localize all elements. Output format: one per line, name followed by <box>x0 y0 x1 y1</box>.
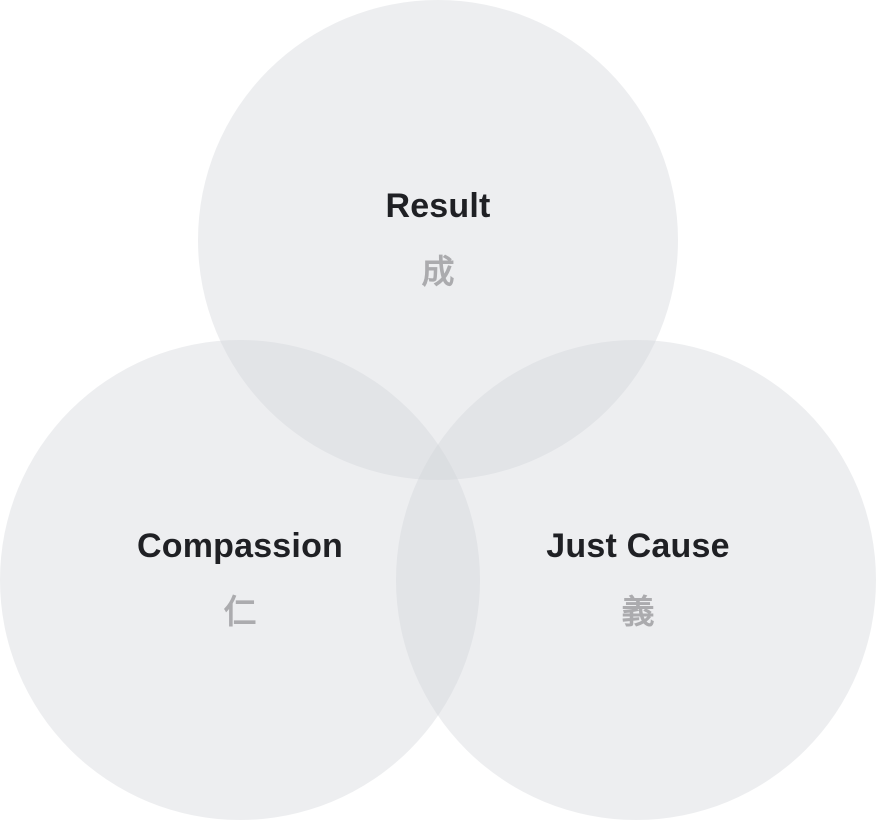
circle-compassion <box>0 340 480 820</box>
circle-result <box>198 0 678 480</box>
label-just-cause: Just Cause 義 <box>488 526 788 632</box>
circle-just-cause <box>396 340 876 820</box>
just-cause-title: Just Cause <box>546 527 730 565</box>
label-compassion: Compassion 仁 <box>90 526 390 632</box>
just-cause-glyph: 義 <box>621 592 655 631</box>
result-glyph: 成 <box>421 252 455 291</box>
label-result: Result 成 <box>288 186 588 292</box>
result-title: Result <box>385 187 491 225</box>
compassion-title: Compassion <box>136 527 344 565</box>
compassion-glyph: 仁 <box>223 592 257 631</box>
